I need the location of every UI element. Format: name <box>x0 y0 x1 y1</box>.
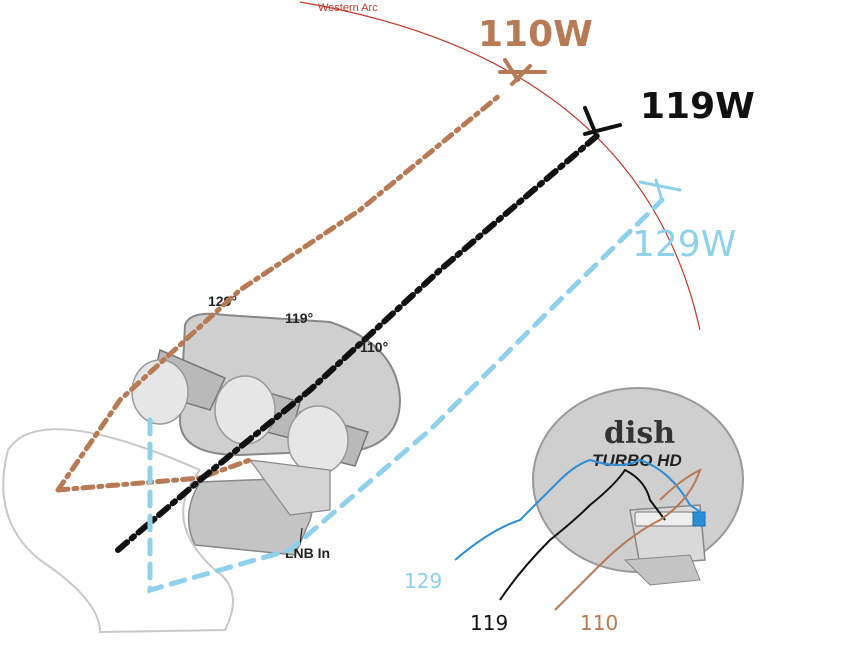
lnb-label-110: 110° <box>360 339 388 355</box>
cable-label-119: 119 <box>470 611 508 635</box>
lnb-assembly <box>131 312 402 556</box>
cable-110 <box>554 468 702 611</box>
satellite-marker-129w <box>638 178 682 202</box>
pointing-line-119w <box>115 132 601 553</box>
hand-drawn-dish-outline <box>2 428 234 634</box>
satellite-label-110w: 110W <box>478 14 593 55</box>
lnb-label-119: 119° <box>285 310 313 326</box>
satellite-label-129w: 129W <box>632 224 736 265</box>
cable-label-129: 129 <box>404 569 442 593</box>
lnb-in-pointer <box>299 527 303 546</box>
satellite-marker-119w <box>583 106 622 136</box>
satellite-marker-110w <box>498 58 547 86</box>
satellite-label-119w: 119W <box>640 86 755 127</box>
lnb-in-label: LNB In <box>285 545 330 561</box>
cable-label-110: 110 <box>580 611 618 635</box>
cable-119 <box>499 468 666 601</box>
cable-129 <box>454 458 706 561</box>
arc-label: Western Arc <box>318 2 378 14</box>
dish-brand: dish <box>604 416 675 451</box>
pointing-line-129w <box>147 197 665 594</box>
western-arc <box>299 1 701 331</box>
